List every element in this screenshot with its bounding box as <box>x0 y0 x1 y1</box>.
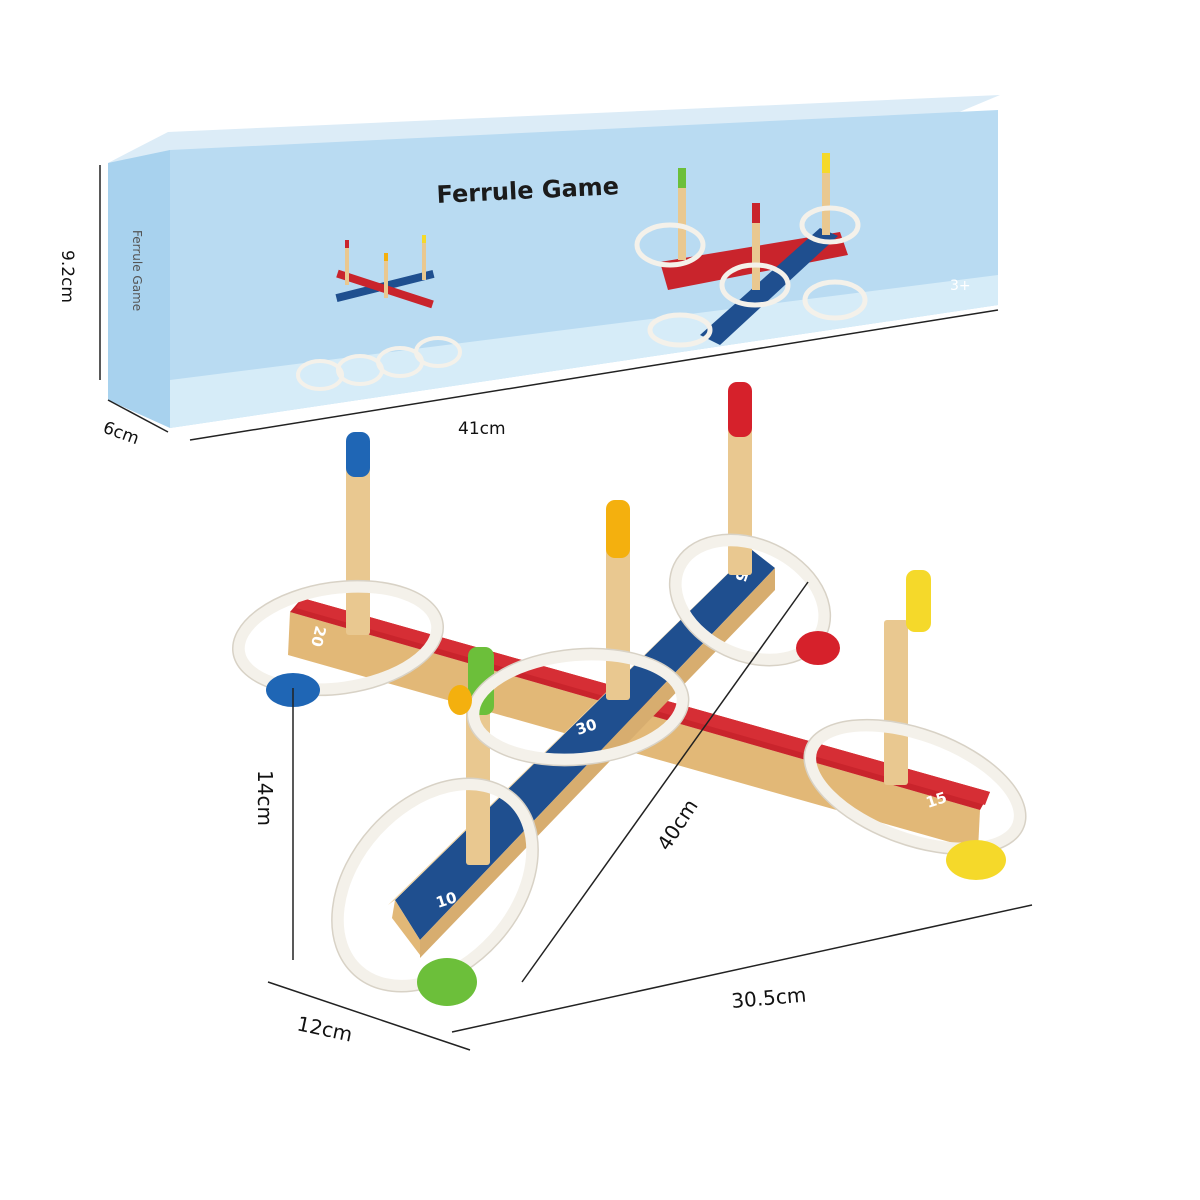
ring-clasp-green <box>417 958 477 1006</box>
score-label-10: 10 <box>434 888 459 912</box>
rope-rings-outline <box>231 533 1027 993</box>
ring-left <box>232 580 444 696</box>
ring-bottom <box>331 778 539 992</box>
age-badge: 3+ <box>950 278 971 294</box>
peg-yellow <box>884 570 931 785</box>
dim-game-depth: 12cm <box>295 1011 355 1046</box>
rope-rings <box>232 534 1026 992</box>
dim-game-diagonal: 40cm <box>652 795 703 855</box>
ring-right <box>804 719 1026 855</box>
dim-box-depth: 6cm <box>100 418 141 449</box>
box-dimension-lines <box>99 165 999 441</box>
dim-game-width: 30.5cm <box>730 983 807 1013</box>
ring-clasp-orange <box>448 685 472 715</box>
dim-box-height: 9.2cm <box>57 250 77 303</box>
score-label-20: 20 <box>307 624 330 649</box>
peg-blue <box>346 432 370 635</box>
ring-clasp-red <box>796 631 840 665</box>
box-spine <box>108 150 170 428</box>
game-dimension-lines <box>267 581 1033 1051</box>
box-front-water <box>170 275 998 428</box>
score-label-30: 30 <box>574 715 599 739</box>
score-label-15: 15 <box>924 788 949 812</box>
packaging-box: Ferrule Game Ferrule Game 3+ <box>108 95 1000 428</box>
box-spine-text: Ferrule Game <box>130 230 144 311</box>
peg-orange <box>606 500 630 700</box>
dim-box-length: 41cm <box>458 419 506 439</box>
dim-game-height: 14cm <box>253 770 277 826</box>
ring-center <box>467 648 689 766</box>
ring-toss-game: 20 25 30 15 10 <box>231 382 1027 1006</box>
ring-clasp-yellow <box>946 840 1006 880</box>
box-illustration-right <box>634 153 868 348</box>
box-illustration-left <box>296 235 462 391</box>
box-front-face <box>170 110 998 428</box>
